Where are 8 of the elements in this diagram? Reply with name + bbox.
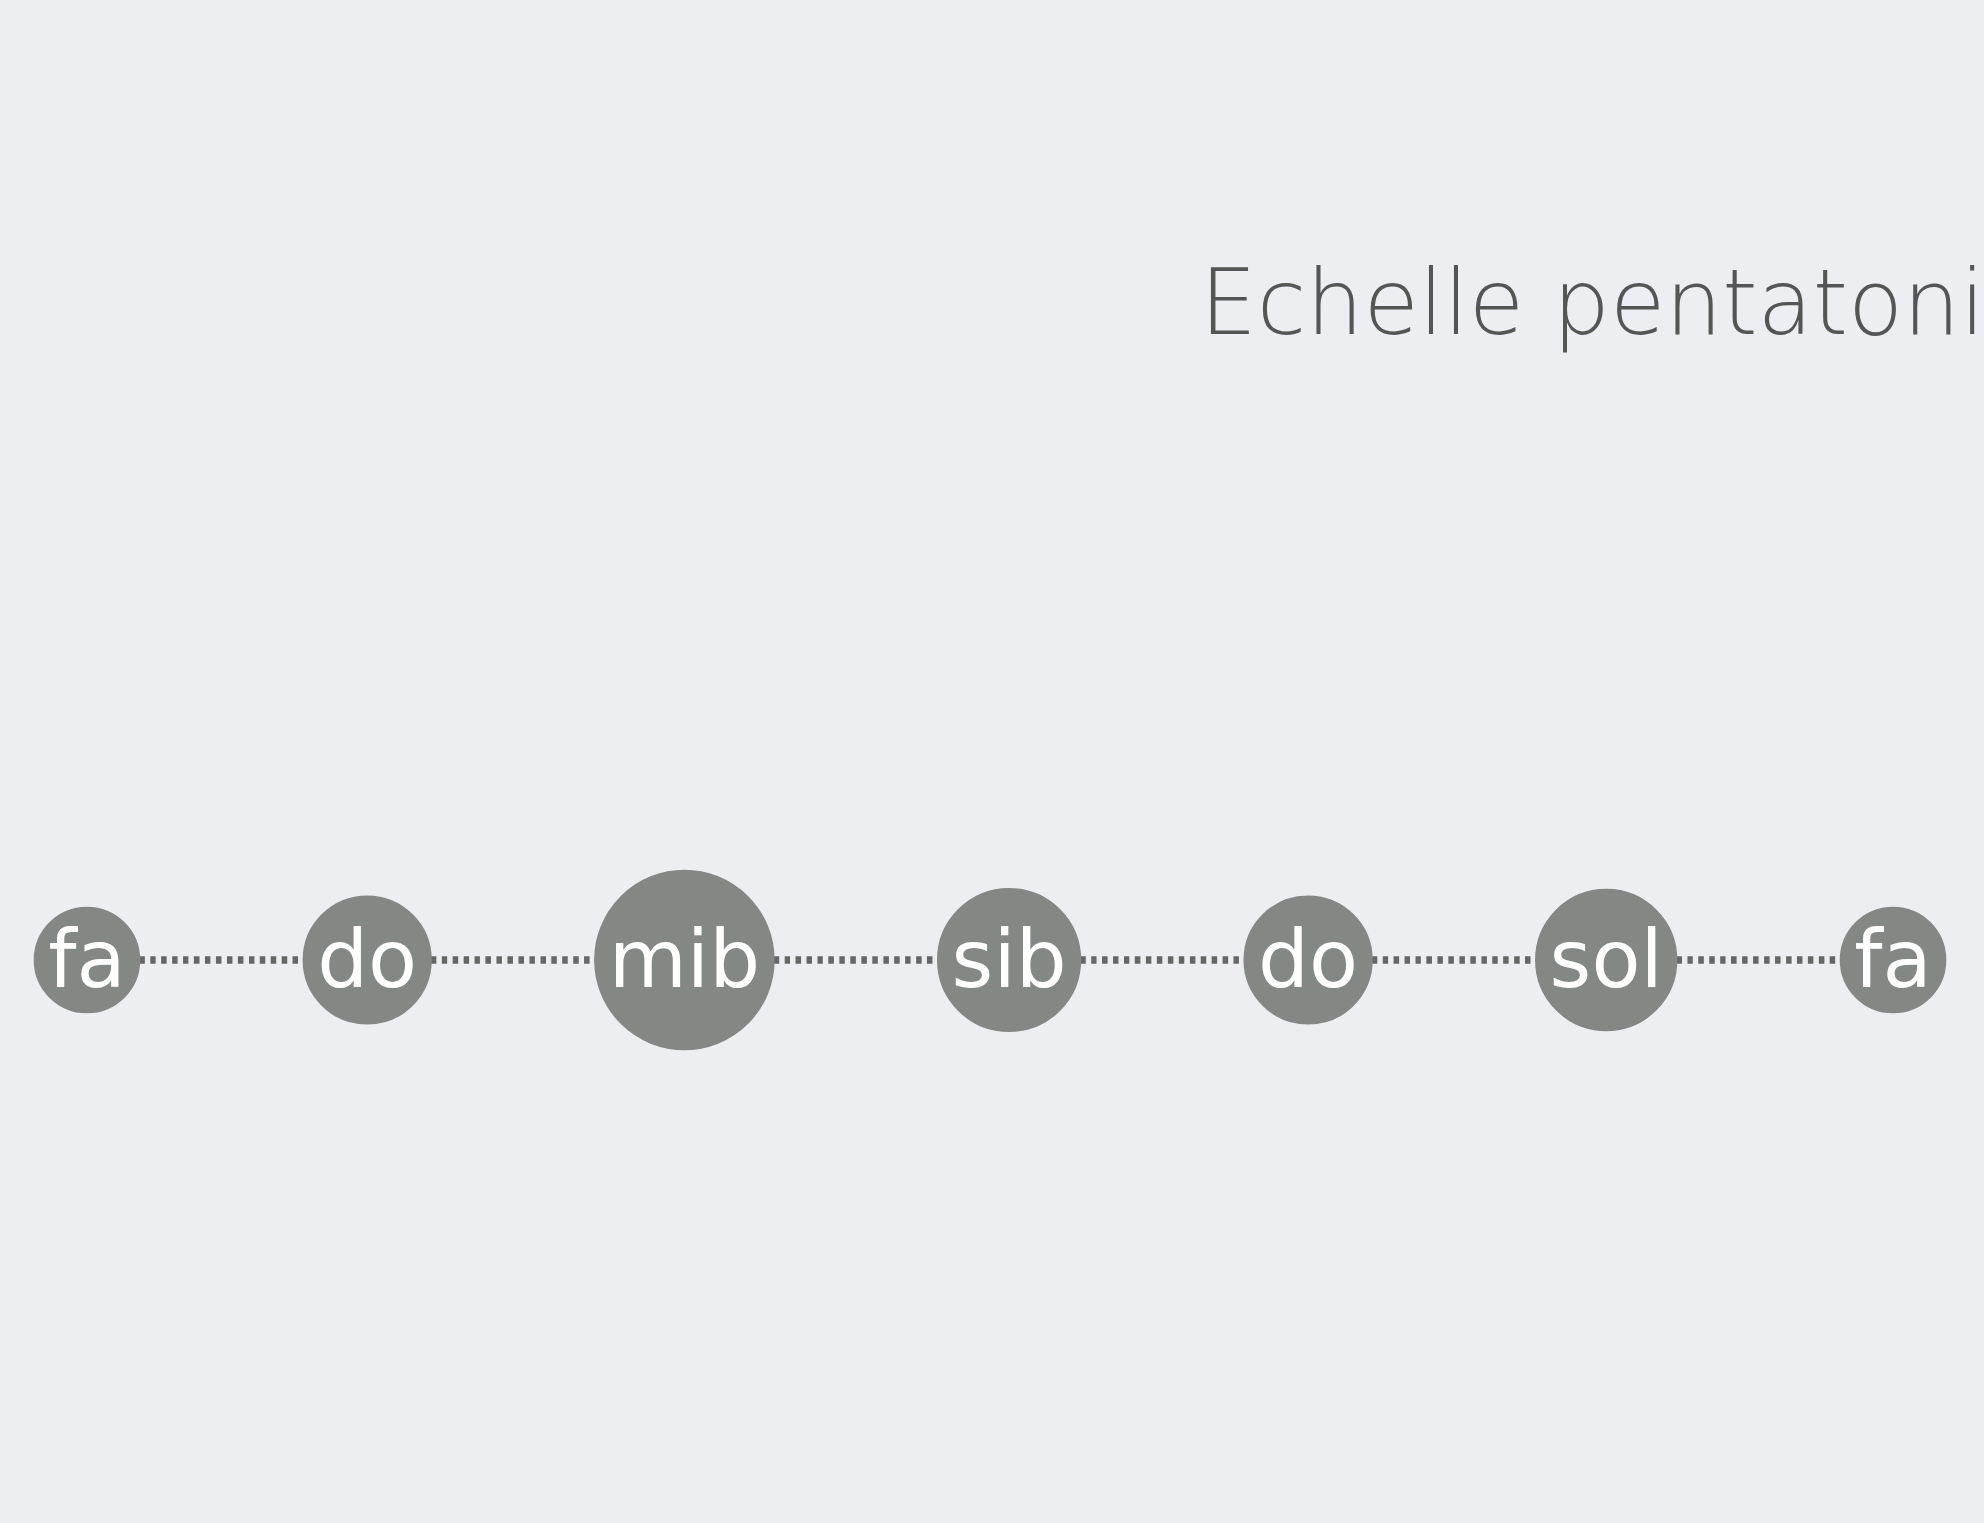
node-circle: fa (33, 906, 141, 1014)
node-circle: fa (1839, 906, 1947, 1014)
node-circle: sib (937, 887, 1082, 1033)
title: Echelle pentatoni (1200, 250, 1984, 355)
node-circle: sol (1535, 888, 1678, 1032)
node-circle: do (1243, 895, 1373, 1025)
node-circle: do (302, 895, 432, 1025)
node-circle: mib (594, 869, 775, 1051)
